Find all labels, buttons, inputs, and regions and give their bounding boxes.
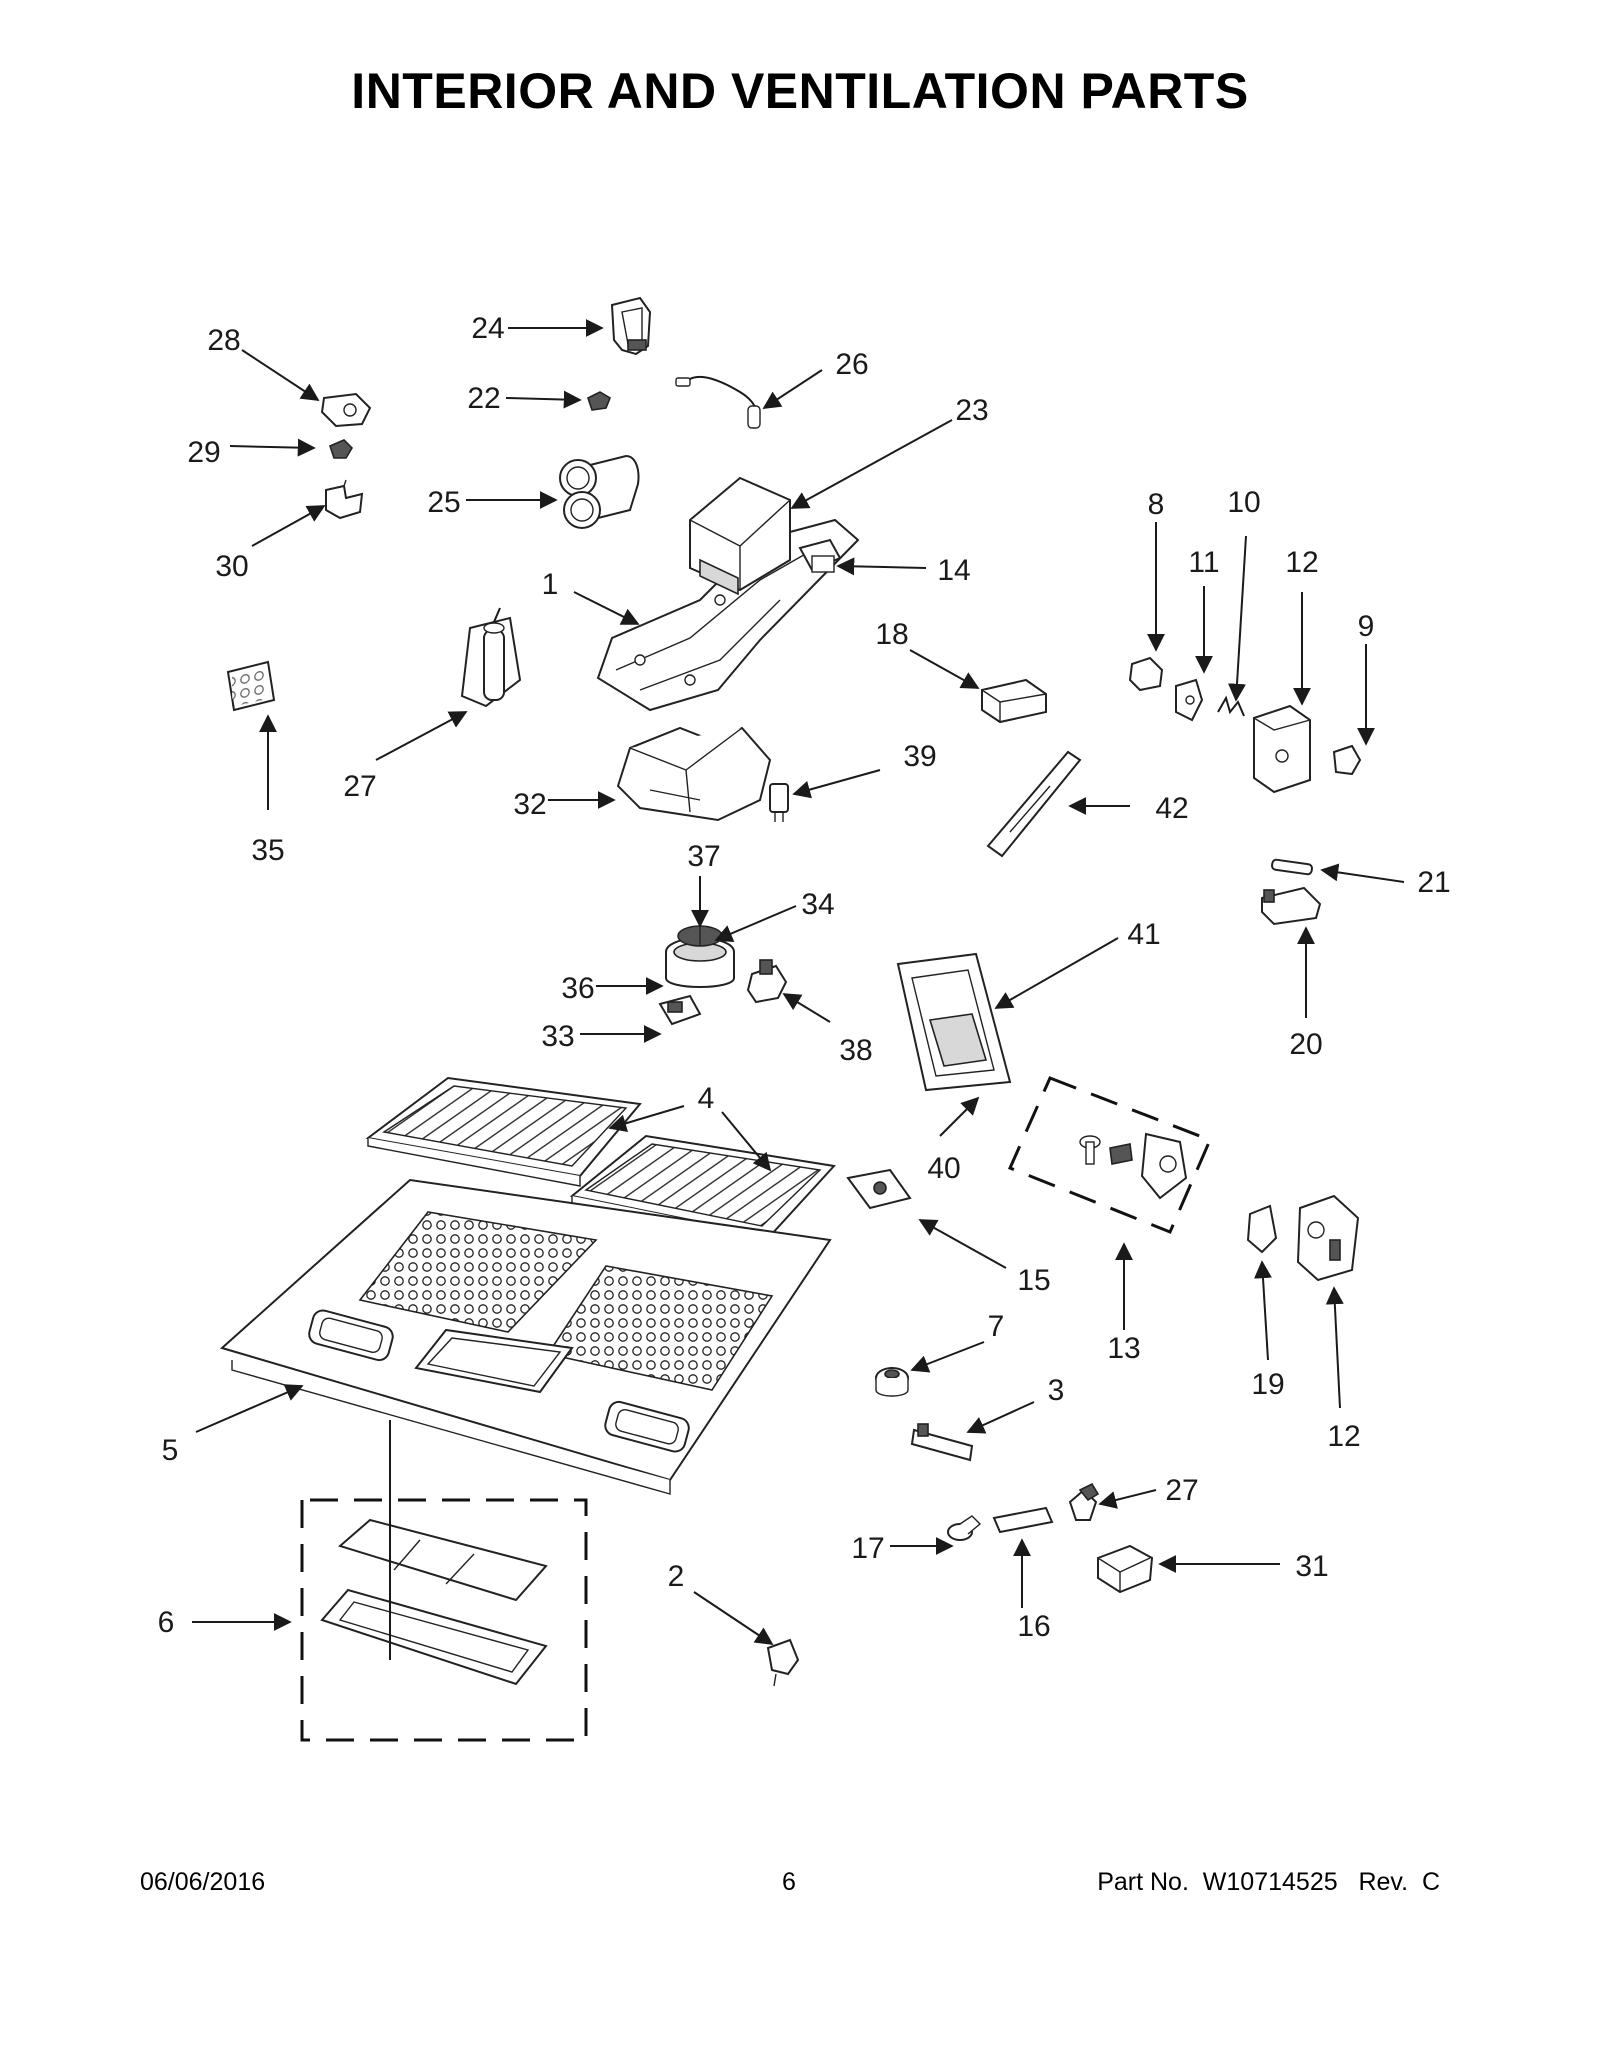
callout-20: 20 [1289, 1028, 1322, 1061]
callout-41: 41 [1127, 918, 1160, 951]
part-11-lever [1175, 678, 1204, 722]
part-8-switch [1128, 656, 1164, 692]
part-4-grease-filter-left [365, 1076, 642, 1187]
callout-labels: 1 2 3 4 5 6 7 8 9 10 11 12 13 14 15 16 1… [158, 312, 1451, 1643]
part-22-clip [587, 391, 611, 411]
part-21-fuse [1271, 858, 1313, 876]
part-2-connector [766, 1638, 800, 1687]
part-27-tube [460, 607, 522, 708]
callout-26: 26 [835, 348, 868, 381]
part-15-plate [846, 1168, 912, 1210]
callout-25: 25 [427, 486, 460, 519]
callout-40: 40 [927, 1152, 960, 1185]
part-16-gasket [992, 1506, 1054, 1534]
callout-30: 30 [215, 550, 248, 583]
footer-page-number: 6 [782, 1868, 796, 1896]
part-42-rod [986, 750, 1082, 858]
callout-12-upper: 12 [1285, 546, 1318, 579]
part-26-wire [675, 375, 761, 429]
leader-lines [192, 319, 1405, 1660]
callout-23: 23 [955, 394, 988, 427]
callout-18: 18 [875, 618, 908, 651]
part-35-filter-grille [226, 660, 276, 712]
callout-22: 22 [467, 382, 500, 415]
part-28-plate [320, 392, 372, 428]
callout-29: 29 [187, 436, 220, 469]
callout-31: 31 [1295, 1550, 1328, 1583]
part-12-switch-holder-lower [1296, 1194, 1360, 1282]
callout-15: 15 [1017, 1264, 1050, 1297]
callout-27-upper: 27 [343, 770, 376, 803]
part-6-vent-cover [300, 1498, 588, 1742]
callout-33: 33 [541, 1020, 574, 1053]
part-24-bracket [610, 296, 652, 356]
callout-7: 7 [988, 1310, 1005, 1343]
callout-37: 37 [687, 840, 720, 873]
callout-42: 42 [1155, 792, 1188, 825]
part-32-duct-housing [616, 726, 772, 822]
callout-13: 13 [1107, 1332, 1140, 1365]
part-23-transformer [689, 476, 791, 596]
callout-27-lower: 27 [1165, 1474, 1198, 1507]
callout-17: 17 [851, 1532, 884, 1565]
part-number: W10714525 [1202, 1868, 1338, 1896]
part-25-capacitor [559, 454, 640, 529]
callout-11: 11 [1188, 546, 1219, 579]
part-34-fan-blade [677, 925, 723, 947]
callout-2: 2 [668, 1560, 685, 1593]
part-17-clip [947, 1515, 982, 1541]
callout-4: 4 [698, 1082, 715, 1115]
part-10-spring [1217, 695, 1245, 717]
part-5-bottom-plate [219, 1178, 832, 1495]
callout-5: 5 [162, 1434, 179, 1467]
callout-9: 9 [1358, 610, 1375, 643]
callout-38: 38 [839, 1034, 872, 1067]
part-9-switch [1332, 744, 1362, 776]
callout-36: 36 [561, 972, 594, 1005]
part-1-base-plate [596, 518, 860, 712]
part-3-latch [910, 1423, 974, 1462]
callout-28: 28 [207, 324, 240, 357]
part-27-lamp-socket [1068, 1482, 1100, 1521]
page-title: INTERIOR AND VENTILATION PARTS [351, 63, 1249, 119]
part-12-switch-holder-upper [1253, 704, 1311, 794]
part-20-fuse-holder [1261, 886, 1322, 926]
part-13-assembly [1007, 1076, 1212, 1234]
rev-value: C [1421, 1868, 1440, 1896]
part-31-bracket [1097, 1544, 1154, 1594]
part-29-clip [329, 439, 354, 459]
callout-6: 6 [158, 1606, 175, 1639]
callout-16: 16 [1017, 1610, 1050, 1643]
part-label: Part No. [1097, 1868, 1189, 1896]
callout-8: 8 [1148, 488, 1165, 521]
callout-10: 10 [1227, 486, 1260, 519]
callout-21: 21 [1417, 866, 1450, 899]
part-38-thermostat [746, 959, 788, 1004]
part-41-panel [896, 952, 1012, 1092]
part-18-relay-box [981, 678, 1047, 724]
callout-35: 35 [251, 834, 284, 867]
callout-12-lower: 12 [1327, 1420, 1360, 1453]
callout-14: 14 [937, 554, 970, 587]
rev-label: Rev. [1358, 1868, 1409, 1896]
callout-34: 34 [801, 888, 834, 921]
callout-32: 32 [513, 788, 546, 821]
callout-19: 19 [1251, 1368, 1284, 1401]
footer-part-number: Part No. W10714525 Rev. C [1097, 1868, 1440, 1897]
part-19-switch [1246, 1204, 1278, 1254]
part-7-grommet [875, 1367, 909, 1397]
callout-24: 24 [471, 312, 504, 345]
callout-3: 3 [1048, 1374, 1065, 1407]
footer-date: 06/06/2016 [140, 1868, 266, 1896]
callout-39: 39 [903, 740, 936, 773]
part-39-switch [769, 783, 789, 822]
part-33-motor-bracket [658, 994, 702, 1026]
callout-1: 1 [542, 568, 559, 601]
part-30-angle-bracket [325, 479, 364, 520]
